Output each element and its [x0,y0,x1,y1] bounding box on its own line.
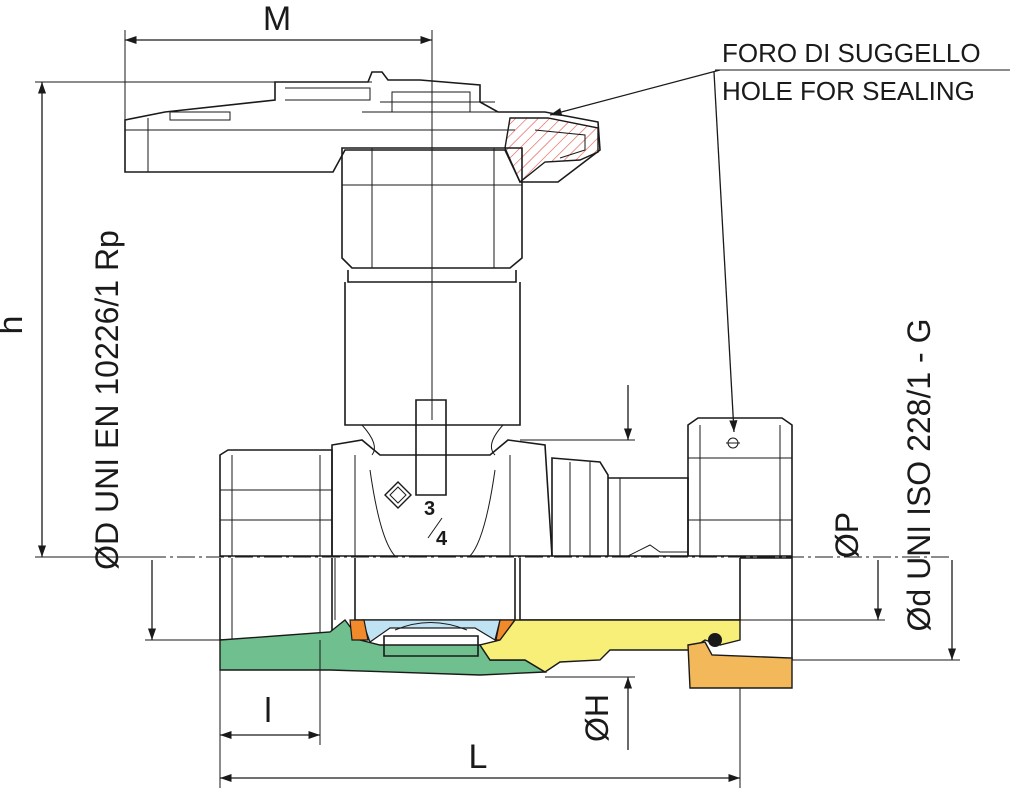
label-sealing-en: HOLE FOR SEALING [722,76,975,106]
label-p-dia: ØP [829,512,865,558]
valve-body [219,417,793,557]
dimension-labels: M h ØD UNI EN 10226/1 Rp l L ØH ØP Ød UN… [0,0,981,776]
label-l-total: L [469,738,488,776]
handle-lever [124,71,601,184]
label-d-large: ØD UNI EN 10226/1 Rp [89,230,125,570]
dimension-lines [35,30,1010,788]
label-size-denominator: 4 [436,528,448,550]
label-h-dia: ØH [579,694,615,742]
tail-section-yellow [478,619,741,673]
ball-seat-blue [361,619,501,643]
section-view [219,557,793,689]
label-sealing-it: FORO DI SUGGELLO [722,38,981,68]
size-fraction-bar [427,517,443,539]
label-l-small: l [264,692,272,730]
brand-logo [384,481,412,509]
label-size-numerator: 3 [424,498,435,520]
label-d-small: Ød UNI ISO 228/1 - G [901,319,937,632]
union-nut-section [687,641,793,689]
label-m: M [263,0,291,38]
label-h: h [0,316,30,335]
seal-left [349,619,369,641]
o-ring [708,633,722,647]
